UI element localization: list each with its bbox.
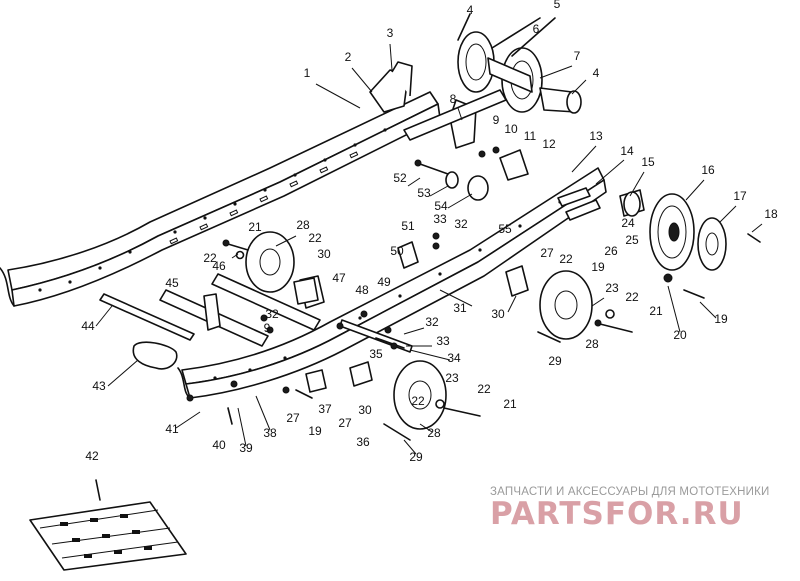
callout-label-48: 48 (355, 283, 369, 297)
callout-label-47: 47 (332, 271, 346, 285)
callout-label-4: 4 (593, 66, 600, 80)
callout-label-12: 12 (542, 137, 556, 151)
callout-label-30: 30 (317, 247, 331, 261)
callout-label-19: 19 (714, 312, 728, 326)
callout-label-37: 37 (318, 402, 332, 416)
callout-label-11: 11 (524, 129, 537, 143)
callout-label-30: 30 (358, 403, 372, 417)
callout-label-21: 21 (503, 397, 517, 411)
callout-label-8: 8 (450, 92, 457, 106)
callout-label-15: 15 (641, 155, 655, 169)
watermark-logo: PARTSFOR.RU (490, 496, 744, 532)
callout-label-22: 22 (625, 290, 639, 304)
callout-label-4: 4 (467, 3, 474, 17)
callout-label-6: 6 (533, 22, 540, 36)
front-idler-wheels (457, 13, 582, 114)
callout-label-21: 21 (248, 220, 262, 234)
callout-label-32: 32 (454, 217, 468, 231)
callout-label-32: 32 (265, 307, 279, 321)
callout-label-33: 33 (433, 212, 447, 226)
callout-label-28: 28 (296, 218, 310, 232)
front-brackets (369, 61, 507, 149)
callout-label-23: 23 (605, 281, 619, 295)
callout-label-50: 50 (390, 244, 404, 258)
callout-label-53: 53 (417, 186, 431, 200)
callout-label-22: 22 (203, 251, 217, 265)
callout-label-26: 26 (604, 244, 618, 258)
callout-label-22: 22 (411, 394, 425, 408)
callout-label-28: 28 (427, 426, 441, 440)
callout-label-3: 3 (387, 26, 394, 40)
callout-label-20: 20 (673, 328, 687, 342)
snow-flap (29, 479, 187, 571)
watermark-tagline: ЗАПЧАСТИ И АКСЕССУАРЫ ДЛЯ МОТОТЕХНИКИ (490, 486, 770, 498)
callout-label-7: 7 (574, 49, 581, 63)
callout-label-29: 29 (548, 354, 562, 368)
callout-label-32: 32 (425, 315, 439, 329)
callout-label-30: 30 (491, 307, 505, 321)
callout-label-29: 29 (409, 450, 423, 464)
callout-label-45: 45 (165, 276, 179, 290)
callout-label-2: 2 (345, 50, 352, 64)
callout-label-49: 49 (377, 275, 391, 289)
bumper-guard (132, 341, 178, 370)
callout-label-16: 16 (701, 163, 715, 177)
callout-label-27: 27 (338, 416, 352, 430)
callout-label-38: 38 (263, 426, 277, 440)
callout-label-19: 19 (591, 260, 605, 274)
left-rail (0, 91, 441, 307)
callout-label-54: 54 (434, 199, 448, 213)
callout-label-51: 51 (401, 219, 415, 233)
callout-label-9: 9 (264, 321, 271, 335)
callout-label-24: 24 (621, 216, 635, 230)
callout-label-35: 35 (369, 347, 383, 361)
callout-label-17: 17 (733, 189, 747, 203)
callout-label-22: 22 (477, 382, 491, 396)
leader-lines (95, 43, 763, 455)
callout-label-1: 1 (304, 66, 311, 80)
callout-label-10: 10 (504, 122, 518, 136)
callout-label-46: 46 (212, 259, 226, 273)
callout-label-19: 19 (308, 424, 322, 438)
callout-label-18: 18 (764, 207, 778, 221)
callout-label-5: 5 (554, 0, 561, 11)
callout-label-25: 25 (625, 233, 639, 247)
callout-label-33: 33 (436, 334, 450, 348)
callout-label-39: 39 (239, 441, 253, 455)
callout-label-44: 44 (81, 319, 95, 333)
callout-label-52: 52 (393, 171, 407, 185)
callout-label-27: 27 (540, 246, 554, 260)
mid-wheels (245, 231, 593, 430)
callout-label-41: 41 (165, 422, 179, 436)
callout-label-22: 22 (559, 252, 573, 266)
callout-label-13: 13 (589, 129, 603, 143)
callout-label-36: 36 (356, 435, 370, 449)
callout-label-9: 9 (493, 113, 500, 127)
callout-label-21: 21 (649, 304, 663, 318)
callout-label-31: 31 (453, 301, 467, 315)
callout-label-42: 42 (85, 449, 99, 463)
callout-label-22: 22 (308, 231, 322, 245)
callout-label-27: 27 (286, 411, 300, 425)
callout-label-34: 34 (447, 351, 461, 365)
bolts-and-nuts (186, 146, 761, 441)
callout-label-28: 28 (585, 337, 599, 351)
callout-label-40: 40 (212, 438, 226, 452)
callout-label-55: 55 (498, 222, 512, 236)
callout-label-14: 14 (620, 144, 634, 158)
callout-label-43: 43 (92, 379, 106, 393)
rear-idler-wheel (619, 189, 727, 271)
callout-label-23: 23 (445, 371, 459, 385)
